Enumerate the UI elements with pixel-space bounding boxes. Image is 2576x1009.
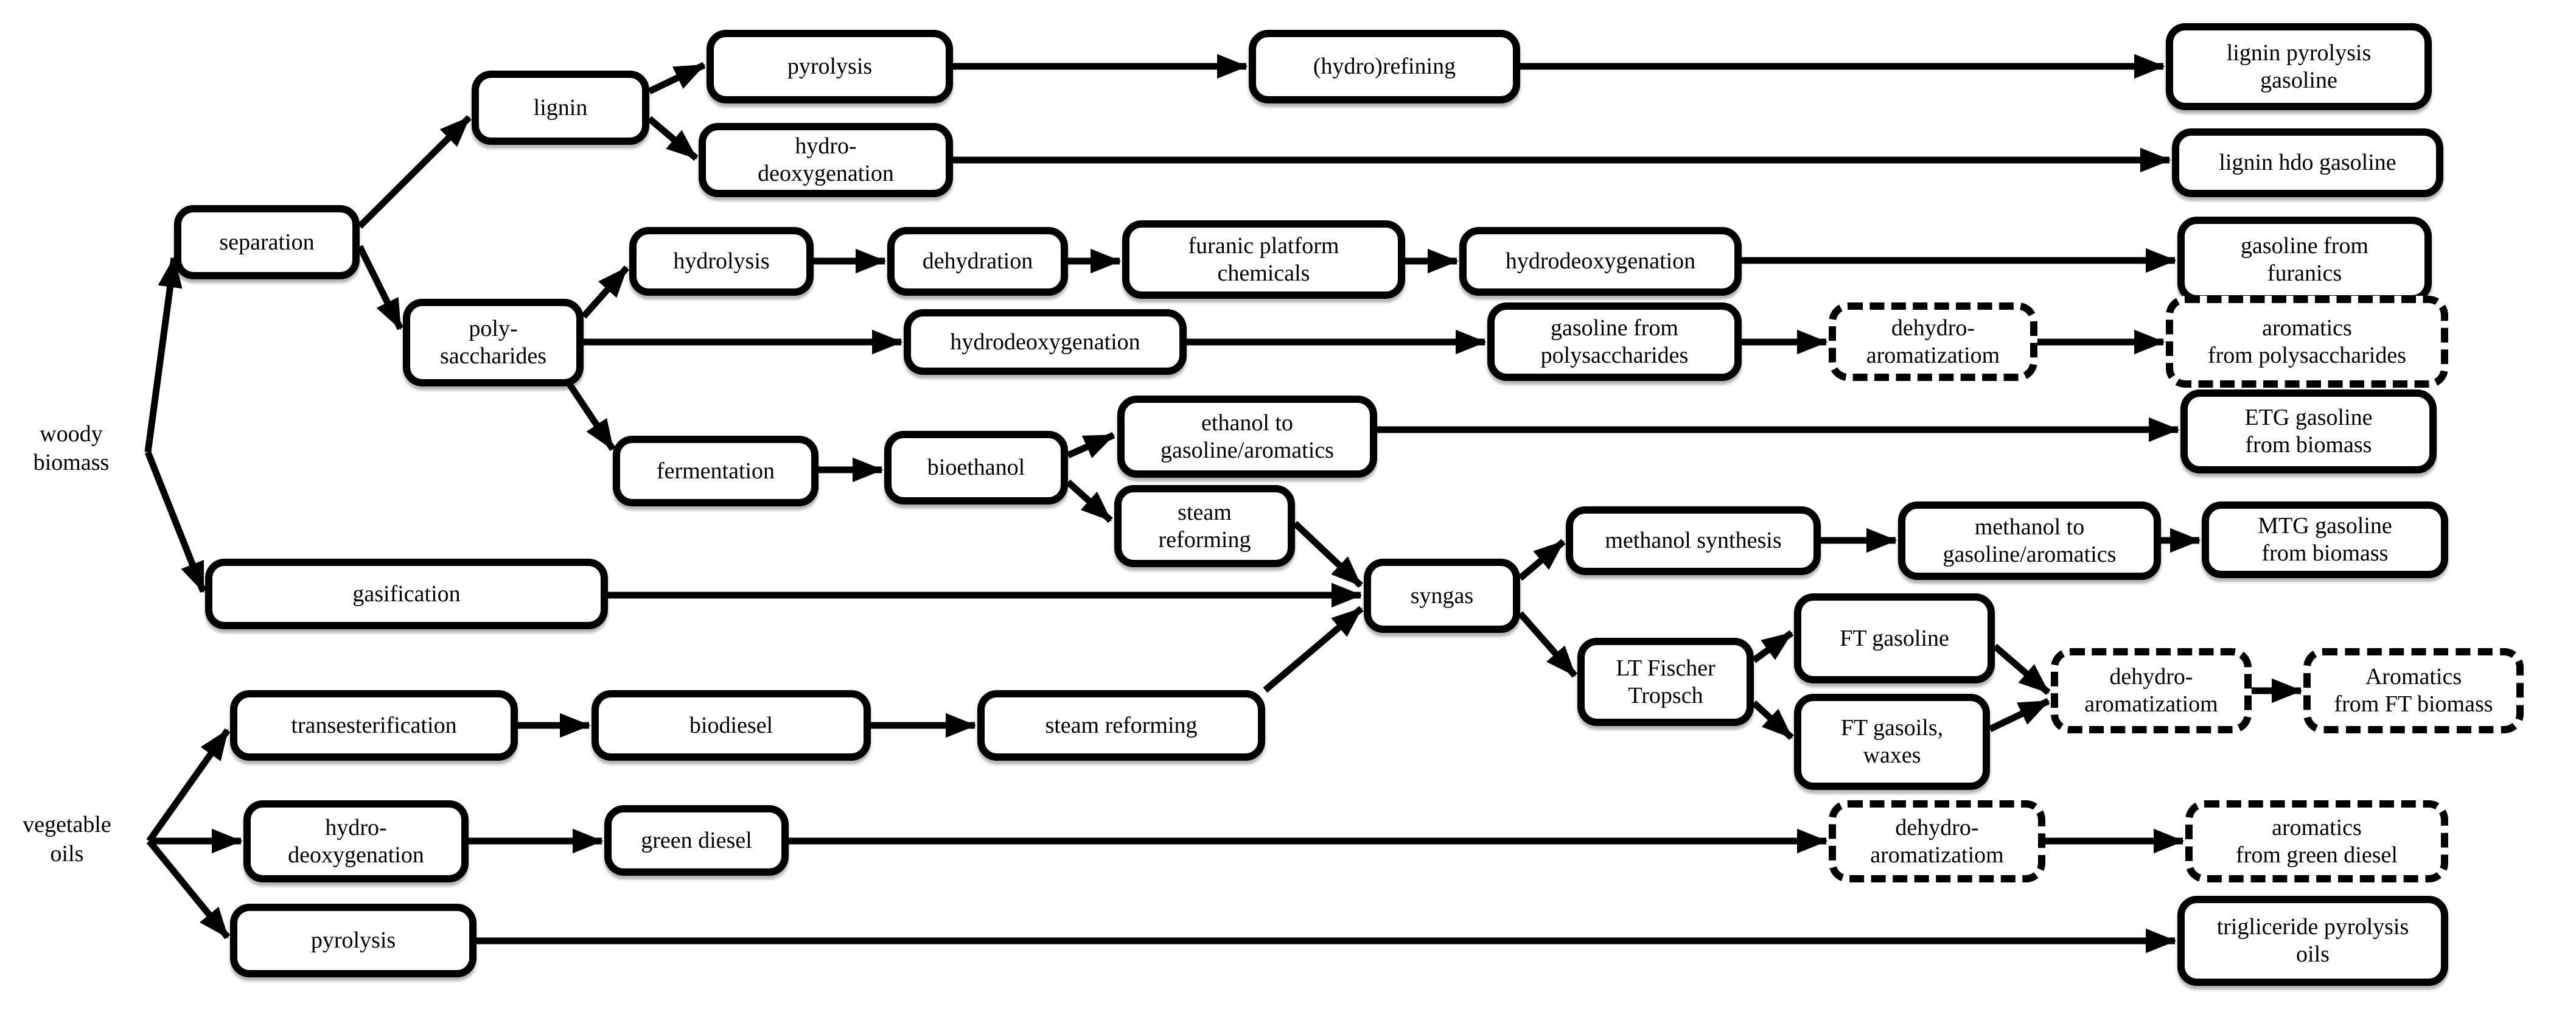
node-pyrolysis-lignin: pyrolysis (707, 30, 953, 103)
edge-bioethanol-steam-reforming (1066, 479, 1113, 523)
source-label-vegetable-oils: vegetable oils (23, 812, 111, 867)
edge-vegetable-oils-transesterification (146, 728, 231, 843)
node-lt-fischer-tropsch: LT Fischer Tropsch (1577, 638, 1754, 726)
edge-ft-gasoline-dehydro-aromatization (1992, 643, 2051, 696)
source-label-woody-biomass: woody biomass (33, 421, 110, 476)
node-dehydro-aromatization-ft: dehydro- aromatizatiom (2051, 648, 2252, 733)
node-lignin-pyrolysis-gasoline: lignin pyrolysis gasoline (2166, 23, 2432, 110)
node-steam-reforming-ethanol: steam reforming (1114, 485, 1295, 567)
edge-lignin-hydro-deoxygenation (647, 116, 699, 161)
node-gasoline-from-polysaccharides: gasoline from polysaccharides (1487, 302, 1742, 381)
edge-polysaccharides-fermentation (566, 381, 616, 452)
edge-vegetable-oils-pyrolysis (146, 839, 231, 940)
node-trigliceride-pyrolysis-oils: trigliceride pyrolysis oils (2177, 896, 2448, 986)
node-transesterification: transesterification (230, 690, 518, 761)
node-aromatics-from-green-diesel: aromatics from green diesel (2185, 800, 2448, 882)
edge-steam-reforming-syngas (1293, 521, 1363, 588)
node-green-diesel: green diesel (604, 805, 789, 876)
node-lignin: lignin (472, 71, 649, 145)
node-etg-gasoline-from-biomass: ETG gasoline from biomass (2180, 389, 2437, 473)
node-separation: separation (174, 205, 360, 279)
edge-lt-fischer-tropsch-ft-gasoils (1751, 700, 1794, 741)
edge-separation-lignin (357, 115, 472, 229)
node-ft-gasoline: FT gasoline (1794, 593, 1995, 683)
node-hydrodeoxygenation-polysaccharides: hydrodeoxygenation (904, 309, 1187, 375)
edge-syngas-lt-fischer-tropsch (1517, 611, 1578, 678)
node-aromatics-from-polysaccharides: aromatics from polysaccharides (2166, 296, 2448, 388)
edge-separation-polysaccharides (357, 245, 403, 330)
node-gasification: gasification (205, 559, 608, 629)
edge-woody-biomass-gasification (144, 450, 207, 593)
node-hydrolysis: hydrolysis (629, 227, 814, 296)
node-hydrodeoxygenation-furanics: hydrodeoxygenation (1459, 227, 1742, 296)
node-steam-reforming-biodiesel: steam reforming (977, 690, 1265, 761)
node-gasoline-from-furanics: gasoline from furanics (2177, 217, 2432, 302)
node-ethanol-to-gasoline-aromatics: ethanol to gasoline/aromatics (1117, 396, 1377, 478)
node-syngas: syngas (1364, 559, 1520, 633)
node-pyrolysis-vegetable: pyrolysis (230, 904, 476, 977)
node-polysaccharides: poly- saccharides (403, 299, 584, 386)
node-mtg-gasoline-from-biomass: MTG gasoline from biomass (2202, 501, 2448, 578)
node-biodiesel: biodiesel (592, 690, 871, 761)
node-bioethanol: bioethanol (884, 431, 1068, 504)
node-furanic-platform-chemicals: furanic platform chemicals (1122, 220, 1405, 299)
node-lignin-hdo-gasoline: lignin hdo gasoline (2172, 128, 2443, 197)
node-hydro-deoxygenation-lignin: hydro- deoxygenation (699, 123, 953, 197)
edge-lt-fischer-tropsch-ft-gasoline (1751, 630, 1794, 663)
edge-ft-gasoils-dehydro-aromatization (1988, 698, 2050, 732)
node-ft-gasoils-waxes: FT gasoils, waxes (1794, 694, 1990, 790)
edge-bioethanol-ethanol-to-gasoline (1066, 431, 1115, 459)
node-methanol-synthesis: methanol synthesis (1566, 506, 1821, 575)
node-dehydro-aromatization-polysaccharides: dehydro- aromatizatiom (1829, 302, 2037, 381)
node-hydro-deoxygenation-vegetable: hydro- deoxygenation (243, 800, 469, 882)
edge-lignin-pyrolysis (647, 62, 706, 94)
edge-polysaccharides-hydrolysis (581, 265, 630, 319)
edge-woody-biomass-separation (144, 256, 183, 453)
edge-syngas-methanol-synthesis (1518, 539, 1566, 581)
node-methanol-to-gasoline-aromatics: methanol to gasoline/aromatics (1898, 501, 2161, 580)
node-dehydration: dehydration (887, 227, 1068, 296)
node-hydrorefining: (hydro)refining (1249, 30, 1520, 103)
node-aromatics-from-ft-biomass: Aromatics from FT biomass (2303, 648, 2524, 733)
edge-steam-reforming-biodiesel-syngas (1263, 606, 1364, 693)
node-fermentation: fermentation (613, 436, 819, 506)
node-dehydro-aromatization-green-diesel: dehydro- aromatizatiom (1829, 800, 2045, 882)
